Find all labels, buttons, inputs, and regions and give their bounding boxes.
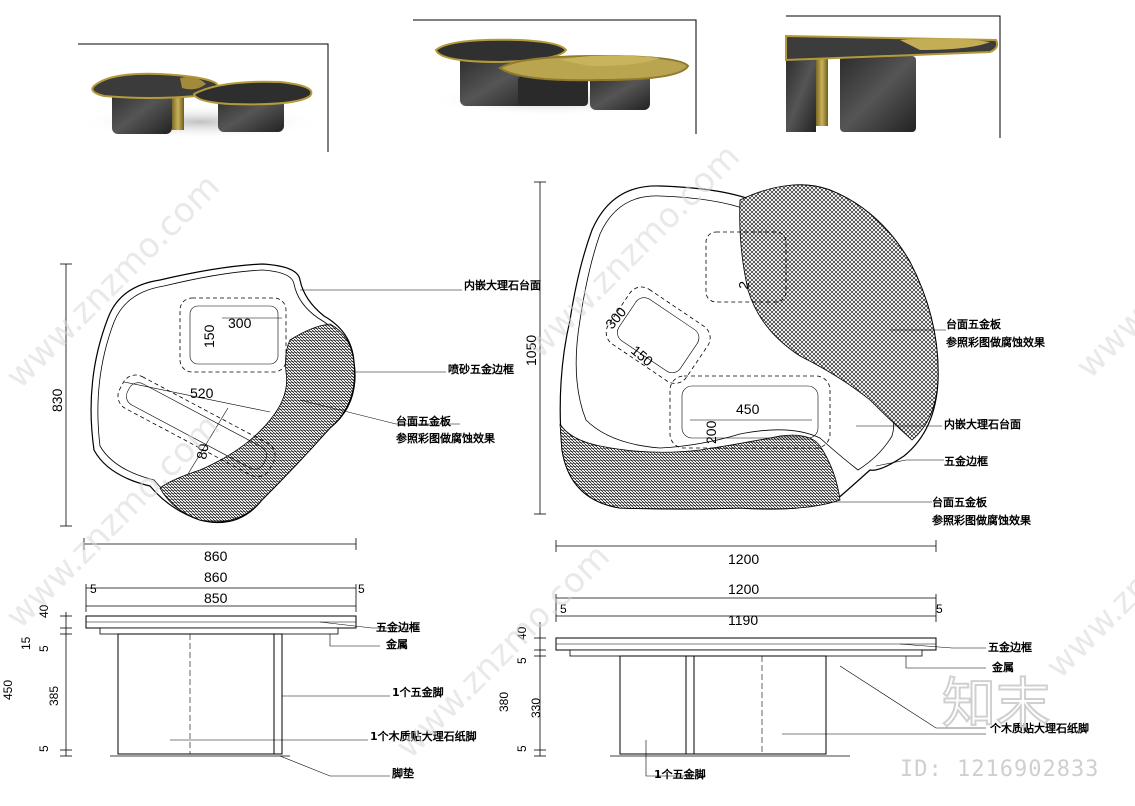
watermark-text-6: www.znzmo.com [1038, 456, 1135, 686]
elev-small-total-w: 860 [204, 569, 228, 585]
plan-large-bottom-label-1: 台面五金板 [932, 495, 988, 509]
plan-small-height-dim: 830 [49, 388, 65, 412]
elev-small-h450: 450 [1, 680, 15, 700]
slot1-height-dim: 150 [201, 324, 217, 348]
elev-small-frame-label: 五金边框 [376, 620, 420, 634]
elev-small-h5b: 5 [37, 745, 51, 752]
plan-small-plate-label-2: 参照彩图做腐蚀效果 [396, 431, 495, 445]
brand-logo-watermark: 知末 [942, 672, 1050, 735]
plan-large-width-dim: 1200 [728, 551, 759, 567]
elev-large-leg-metal-label: 1个五金脚 [654, 767, 706, 781]
elev-small-h40: 40 [37, 604, 51, 618]
plan-large-slot2-w: 450 [736, 401, 760, 417]
elev-small-edge-r: 5 [358, 582, 365, 596]
elev-small-h5a: 5 [37, 645, 51, 652]
plan-large-plate-label-1: 台面五金板 [946, 317, 1002, 331]
elev-large-total-w: 1200 [728, 581, 759, 597]
elev-small-leg-metal-label: 1个五金脚 [392, 685, 444, 699]
slot2-height-dim: 80 [193, 442, 211, 460]
plan-large-hatched-plate-top [739, 184, 939, 441]
elev-large-inner-w: 1190 [728, 612, 758, 628]
render-photo-1 [78, 43, 329, 152]
plan-large-bottom-label-2: 参照彩图做腐蚀效果 [932, 513, 1031, 527]
watermark-text-5: www.znzmo.com [1068, 156, 1135, 386]
plan-large-height-dim: 1050 [523, 335, 539, 366]
slot2-width-dim: 520 [190, 385, 214, 401]
elev-large-edge-r: 5 [936, 602, 943, 616]
plan-small-frame-label: 喷砂五金边框 [448, 362, 514, 376]
plan-small-inlay-label: 内嵌大理石台面 [464, 278, 541, 292]
plan-small-hatched-plate [159, 323, 355, 523]
watermark-id: ID: 1216902833 [900, 757, 1099, 782]
elev-large-h5a: 5 [515, 657, 529, 664]
plan-large-inlay-label: 内嵌大理石台面 [944, 417, 1021, 431]
plan-large-hatched-plate-bottom [559, 423, 841, 510]
elev-small-pad-label: 脚垫 [392, 766, 414, 780]
plan-small-table: 300 150 520 80 内嵌大理石台面 喷砂五金边框 台面五金板 参照彩图… [49, 263, 541, 564]
elev-small-h15: 15 [19, 636, 33, 650]
slot1-width-dim: 300 [228, 315, 252, 331]
elevation-large-table: 1200 1190 5 5 40 5 330 380 5 五金边框 金属 个木质… [497, 581, 1089, 781]
elev-large-frame-label: 五金边框 [988, 640, 1032, 654]
plan-small-width-dim: 860 [204, 548, 228, 564]
elev-small-inner-w: 850 [204, 590, 228, 606]
elevation-small-table: 860 850 5 5 40 15 5 385 5 450 五金边框 金属 1个… [1, 569, 477, 780]
plan-large-frame-label: 五金边框 [944, 454, 988, 468]
elev-small-leg-wood-label: 1个木质贴大理石纸脚 [370, 729, 477, 743]
plan-large-slot2-h: 200 [703, 420, 719, 444]
elev-large-h40: 40 [515, 626, 529, 640]
elev-large-metal-label: 金属 [991, 660, 1014, 674]
plan-small-plate-label-1: 台面五金板 [396, 414, 452, 428]
elev-large-leg-wood-label: 个木质贴大理石纸脚 [989, 721, 1089, 735]
elev-small-metal-label: 金属 [385, 637, 408, 651]
render-photo-2 [413, 19, 697, 134]
render-photo-3 [785, 15, 1001, 138]
plan-large-slot3: 2 [735, 280, 752, 291]
elev-large-h5b: 5 [515, 745, 529, 752]
elev-large-h330: 330 [529, 698, 543, 718]
elev-large-edge-l: 5 [560, 602, 567, 616]
elev-small-edge-l: 5 [90, 582, 97, 596]
plan-large-table: 300 150 450 200 2 台面五金板 参照彩图做腐蚀效果 内嵌大理石台… [523, 181, 1045, 567]
elev-large-h380: 380 [497, 692, 511, 712]
plan-large-plate-label-2: 参照彩图做腐蚀效果 [946, 335, 1045, 349]
elev-small-h385: 385 [47, 686, 61, 706]
